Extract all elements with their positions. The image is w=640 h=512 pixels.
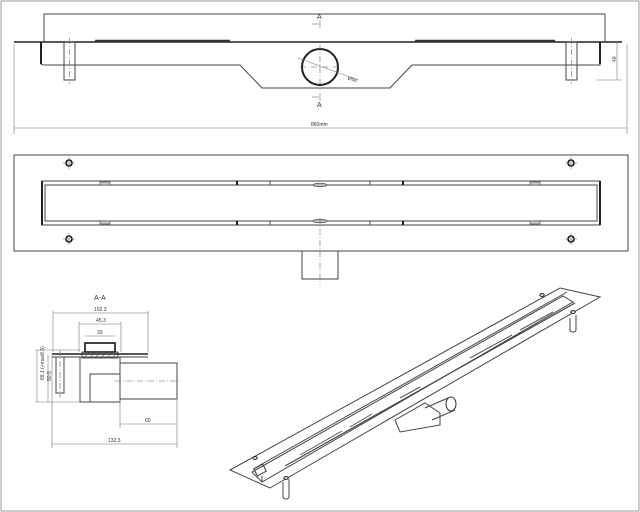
screw-hole-icon [565, 233, 577, 245]
top-plan-view [13, 154, 629, 285]
dim-total-length: 132.3 [108, 438, 121, 444]
section-marker-bottom: A [317, 102, 322, 109]
channel-outline [41, 180, 601, 226]
screw-hole-icon [63, 233, 75, 245]
section-A-A-view: A-A 102.3 45.3 33 69.1 (+max8.5) [35, 295, 180, 448]
flange-outline [13, 154, 629, 252]
section-marker-top: A [317, 14, 322, 21]
dim-channel-width: 33 [97, 330, 103, 336]
screw-hole-icon [565, 157, 577, 169]
section-title: A-A [94, 295, 106, 302]
isometric-view [228, 287, 602, 500]
dim-body-height: 50.5 [47, 371, 53, 381]
dim-grate-width: 45.3 [96, 318, 106, 324]
overall-length-label: 860mm [311, 122, 328, 128]
dim-total-height: 69.1 (+max8.5) [40, 346, 46, 380]
height-dimension-label: 40 [612, 56, 618, 62]
screw-hole-icon [63, 157, 75, 169]
dim-overall-width: 102.3 [94, 307, 107, 313]
dim-outlet-length: 60 [145, 418, 151, 424]
outlet-diameter-label: Ø50 [347, 75, 358, 84]
front-elevation-view: Ø50 A A 40 860mm [13, 13, 628, 134]
